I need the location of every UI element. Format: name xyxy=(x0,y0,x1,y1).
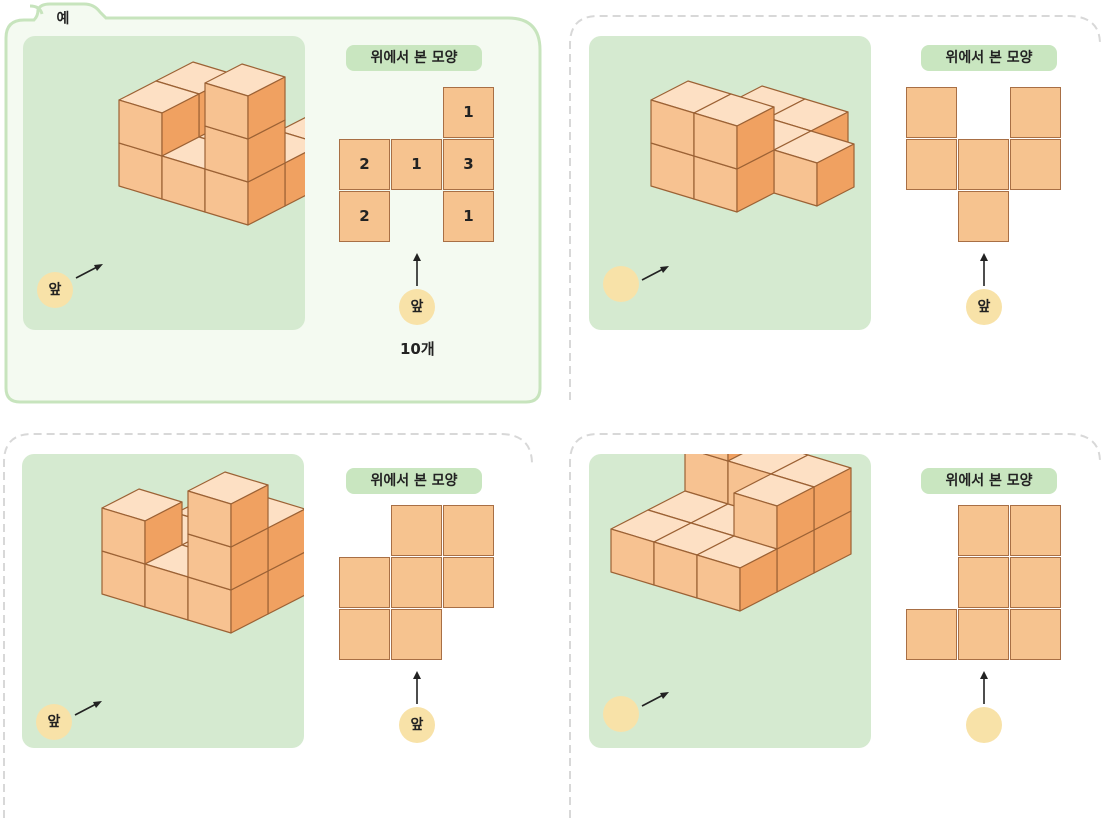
top-view-cell xyxy=(958,609,1009,660)
top-view-cell xyxy=(1010,505,1061,556)
front-marker-empty xyxy=(603,696,639,732)
cube-face xyxy=(816,143,855,207)
top-view-cell xyxy=(906,139,957,190)
top-view-cell: 3 xyxy=(443,139,494,190)
cube-face xyxy=(736,106,775,170)
cube-stack-drawing xyxy=(650,80,855,213)
top-view-cell xyxy=(443,557,494,608)
cube-scene: 앞 xyxy=(22,454,304,748)
cube-face xyxy=(278,116,305,140)
cube-face xyxy=(776,486,815,550)
front-marker: 앞 xyxy=(37,272,73,308)
arrow-up-icon xyxy=(413,671,421,704)
arrow-up-icon xyxy=(980,253,988,286)
problem-panel-2: 앞 위에서 본 모양 앞 xyxy=(0,432,545,820)
top-view-cell: 2 xyxy=(339,139,390,190)
cube-scene xyxy=(589,36,871,330)
cube xyxy=(187,471,269,548)
cube xyxy=(118,80,200,157)
arrow-up-icon xyxy=(413,253,421,286)
top-view-cell: 2 xyxy=(339,191,390,242)
top-view-cell xyxy=(958,139,1009,190)
cube-stack-drawing xyxy=(118,61,305,226)
dashed-frame xyxy=(3,433,533,818)
cube-stack-drawing xyxy=(101,471,304,634)
dashed-frame xyxy=(569,433,1101,818)
cube-face xyxy=(702,454,729,462)
cube xyxy=(733,473,815,550)
top-view-cell xyxy=(1010,609,1061,660)
cube-face xyxy=(739,548,778,612)
top-view-label: 위에서 본 모양 xyxy=(921,468,1057,494)
top-view-cell xyxy=(391,557,442,608)
top-view-cell xyxy=(958,557,1009,608)
top-view-cell xyxy=(339,557,390,608)
top-view-cell xyxy=(391,609,442,660)
arrow-up-icon xyxy=(980,671,988,704)
cube-scene xyxy=(589,454,871,748)
cube-scene: 앞 xyxy=(23,36,305,330)
front-marker-below-grid-empty xyxy=(966,707,1002,743)
cube xyxy=(696,535,778,612)
example-tab: 예 xyxy=(56,11,70,27)
front-marker-below-grid: 앞 xyxy=(399,707,435,743)
top-view-cell xyxy=(906,609,957,660)
front-marker: 앞 xyxy=(36,704,72,740)
cube xyxy=(773,130,855,207)
dashed-frame xyxy=(569,15,1101,400)
cube-face xyxy=(247,76,286,140)
front-marker-below-grid: 앞 xyxy=(966,289,1002,325)
top-view-label: 위에서 본 모양 xyxy=(921,45,1057,71)
top-view-cell xyxy=(1010,87,1061,138)
top-view-cell: 1 xyxy=(443,87,494,138)
top-view-cell: 1 xyxy=(391,139,442,190)
top-view-cell xyxy=(906,87,957,138)
cube xyxy=(101,488,183,565)
top-view-cell xyxy=(1010,139,1061,190)
top-view-cell: 1 xyxy=(443,191,494,242)
front-marker-below-grid: 앞 xyxy=(399,289,435,325)
top-view-label: 위에서 본 모양 xyxy=(346,468,482,494)
top-view-cell xyxy=(391,505,442,556)
cube-face xyxy=(230,484,269,548)
problem-panel-3: 위에서 본 모양 xyxy=(568,432,1103,820)
top-view-cell xyxy=(1010,557,1061,608)
answer-count: 10개 xyxy=(400,340,435,358)
top-view-cell xyxy=(339,609,390,660)
top-view-cell xyxy=(443,505,494,556)
top-view-cell xyxy=(958,505,1009,556)
cube xyxy=(693,93,775,170)
top-view-cell xyxy=(958,191,1009,242)
problem-panel-1: 위에서 본 모양 앞 xyxy=(568,14,1103,406)
top-view-label: 위에서 본 모양 xyxy=(346,45,482,71)
cube-stack-drawing xyxy=(610,454,852,612)
cube xyxy=(204,63,286,140)
front-marker-empty xyxy=(603,266,639,302)
